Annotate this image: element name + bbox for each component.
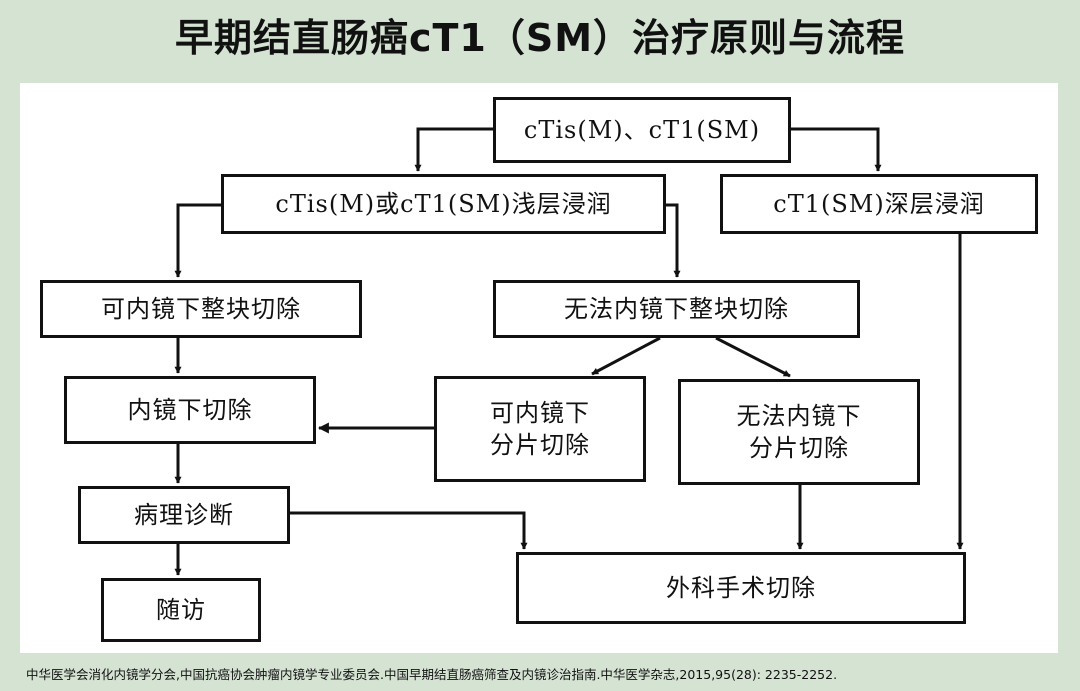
node-surgery: 外科手术切除: [516, 552, 966, 624]
node-endoscopic-resection: 内镜下切除: [64, 376, 316, 444]
node-piecemeal-possible: 可内镜下 分片切除: [434, 376, 646, 482]
arrow-pathology-to-surgery: [290, 511, 528, 550]
arrow-to-piecemeal-possible: [591, 336, 661, 376]
node-shallow-invasion: cTis(M)或cT1(SM)浅层浸润: [221, 174, 666, 234]
citation-footer: 中华医学会消化内镜学分会,中国抗癌协会肿瘤内镜学专业委员会.中国早期结直肠癌筛查…: [26, 667, 838, 682]
node-pathology: 病理诊断: [78, 486, 290, 544]
page-title: 早期结直肠癌cT1（SM）治疗原则与流程: [174, 16, 906, 60]
arrow-to-piecemeal-impossible: [715, 336, 791, 378]
arrow-shallow-to-en-bloc-possible: [174, 203, 221, 278]
node-en-bloc-impossible: 无法内镜下整块切除: [493, 280, 860, 338]
arrow-root-to-shallow: [414, 127, 493, 172]
node-follow-up: 随访: [101, 578, 261, 642]
node-piecemeal-impossible: 无法内镜下 分片切除: [678, 379, 920, 485]
arrow-root-to-deep: [791, 127, 882, 172]
node-en-bloc-possible: 可内镜下整块切除: [40, 280, 362, 338]
node-root: cTis(M)、cT1(SM): [493, 97, 791, 163]
node-deep-invasion: cT1(SM)深层浸润: [720, 174, 1038, 234]
arrow-shallow-to-en-bloc-impossible: [666, 203, 681, 278]
